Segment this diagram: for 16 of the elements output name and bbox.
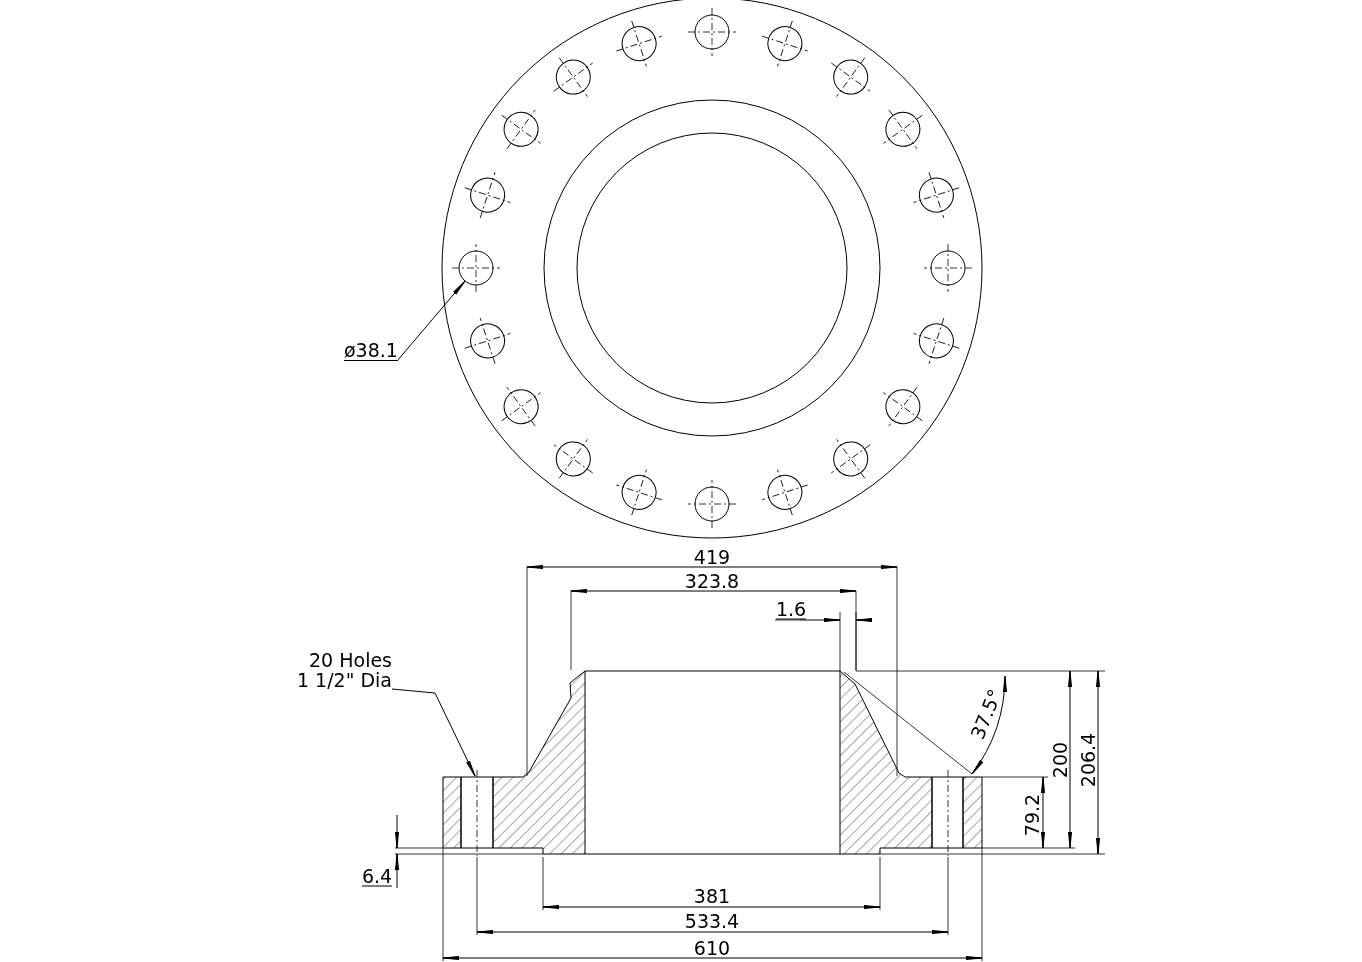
dimension-label: 200 xyxy=(1050,741,1070,779)
dimension-label: 6.4 xyxy=(361,865,393,887)
dimension-label: 37.5° xyxy=(967,686,1005,742)
bolt-hole xyxy=(458,250,494,286)
dimension-label: 206.4 xyxy=(1078,732,1098,788)
dimension-label: 1.6 xyxy=(775,598,807,620)
leader-text: ø38.1 xyxy=(344,340,398,361)
dimension-label: 533.4 xyxy=(684,911,740,931)
dimension-label: 419 xyxy=(693,547,731,567)
dimension-label: 610 xyxy=(693,938,731,958)
dimension-label: 381 xyxy=(693,886,731,906)
dimension-label: 323.8 xyxy=(684,571,740,591)
leader-line xyxy=(391,688,476,777)
leader-text: 20 Holes 1 1/2" Dia xyxy=(296,650,392,690)
dimension-label: 79.2 xyxy=(1022,793,1042,837)
leader-line xyxy=(397,280,466,361)
